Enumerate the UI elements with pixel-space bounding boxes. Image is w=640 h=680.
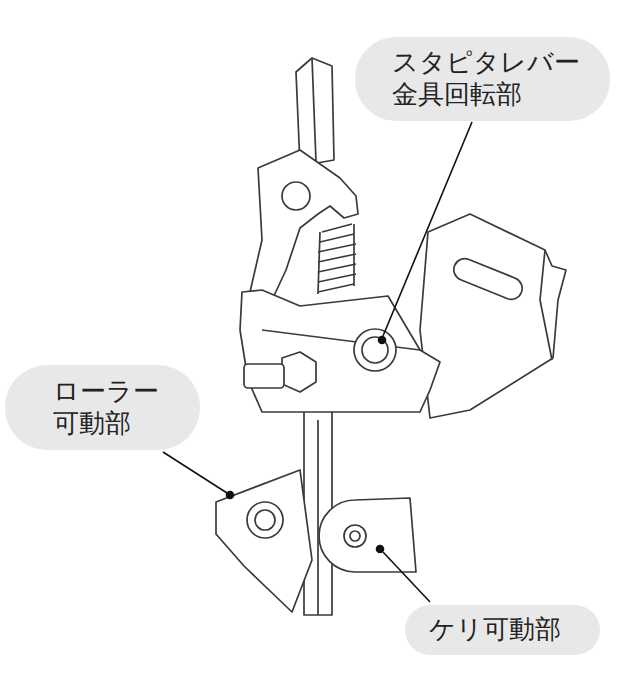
leader-dot — [379, 337, 386, 344]
kick-pin — [350, 531, 360, 541]
spring-coil — [318, 224, 356, 294]
bolt-head — [282, 352, 316, 392]
kick-boss — [344, 525, 366, 547]
bracket-plate — [420, 214, 566, 418]
callout-label: スタピタレバー 金具回転部 — [392, 47, 580, 110]
hook-hole — [282, 182, 310, 210]
hex-edge — [312, 58, 316, 162]
pivot-boss — [354, 329, 396, 371]
bracket-slot — [451, 255, 526, 302]
stand-rod — [304, 380, 332, 615]
pivot-pin — [362, 337, 388, 363]
kick-block — [319, 498, 416, 572]
lever-housing — [240, 290, 440, 412]
leader-line — [163, 452, 227, 493]
bracket-fold — [540, 250, 552, 360]
hex-rod — [296, 58, 334, 166]
bolt-nut — [244, 364, 284, 388]
callout-pill: スタピタレバー 金具回転部 — [355, 37, 610, 121]
callout-pill: ローラー 可動部 — [5, 365, 200, 450]
leader-dot — [377, 546, 384, 553]
roller-plate — [216, 470, 312, 612]
leader-line — [383, 122, 472, 336]
leader-dot — [227, 492, 234, 499]
callout-label: ケリ可動部 — [429, 614, 561, 646]
leader-lines — [163, 122, 472, 602]
part-outlines — [216, 58, 566, 615]
hook-plate — [250, 150, 358, 300]
roller-boss — [247, 502, 283, 538]
callout-label: ローラー 可動部 — [53, 376, 159, 439]
rod-edge — [317, 420, 319, 615]
leader-line — [383, 552, 430, 602]
roller-pin — [255, 510, 275, 530]
callout-pill: ケリ可動部 — [405, 605, 600, 655]
